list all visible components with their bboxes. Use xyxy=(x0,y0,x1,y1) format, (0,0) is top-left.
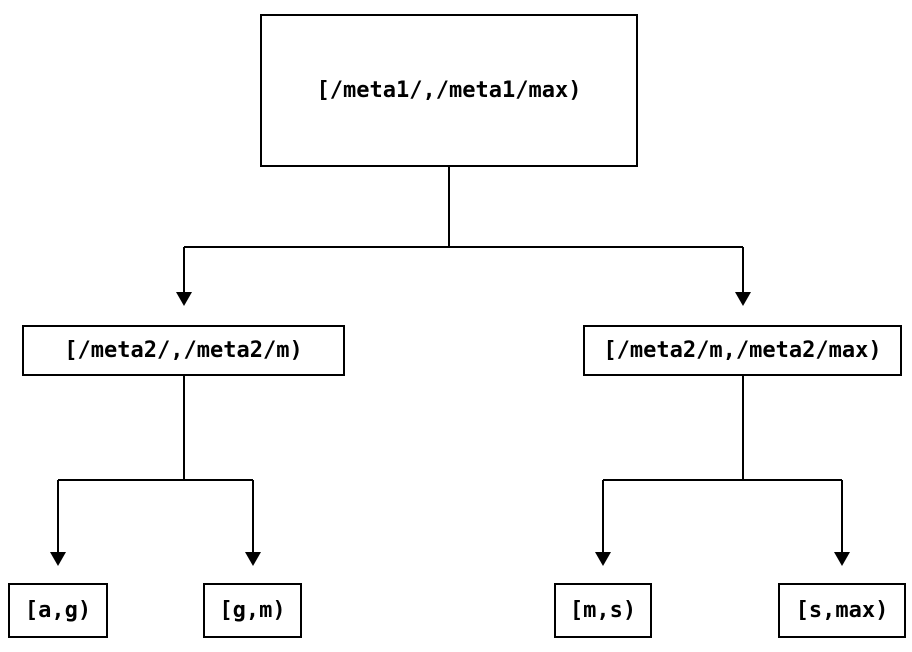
tree-node-meta2-low: [/meta2/,/meta2/m) xyxy=(22,325,345,376)
tree-node-leaf-smax: [s,max) xyxy=(778,583,906,638)
tree-node-root-label: [/meta1/,/meta1/max) xyxy=(316,78,582,103)
tree-node-leaf-ms-label: [m,s) xyxy=(569,598,637,623)
arrowhead-icon xyxy=(595,552,611,566)
tree-node-leaf-ms: [m,s) xyxy=(554,583,652,638)
tree-node-root: [/meta1/,/meta1/max) xyxy=(260,14,638,167)
arrowhead-icon xyxy=(50,552,66,566)
tree-node-leaf-ag-label: [a,g) xyxy=(24,598,92,623)
tree-node-leaf-smax-label: [s,max) xyxy=(795,598,889,623)
tree-node-leaf-gm: [g,m) xyxy=(203,583,302,638)
tree-node-leaf-gm-label: [g,m) xyxy=(219,598,286,623)
arrowhead-icon xyxy=(245,552,261,566)
tree-node-leaf-ag: [a,g) xyxy=(8,583,108,638)
tree-node-meta2-high-label: [/meta2/m,/meta2/max) xyxy=(603,338,882,363)
edge-root-children xyxy=(183,167,744,292)
edge-meta2high-children xyxy=(602,376,843,552)
arrowhead-icon xyxy=(176,292,192,306)
tree-node-meta2-low-label: [/meta2/,/meta2/m) xyxy=(64,338,303,363)
arrowhead-icon xyxy=(834,552,850,566)
arrowhead-icon xyxy=(735,292,751,306)
edge-meta2low-children xyxy=(57,376,254,552)
tree-node-meta2-high: [/meta2/m,/meta2/max) xyxy=(583,325,902,376)
